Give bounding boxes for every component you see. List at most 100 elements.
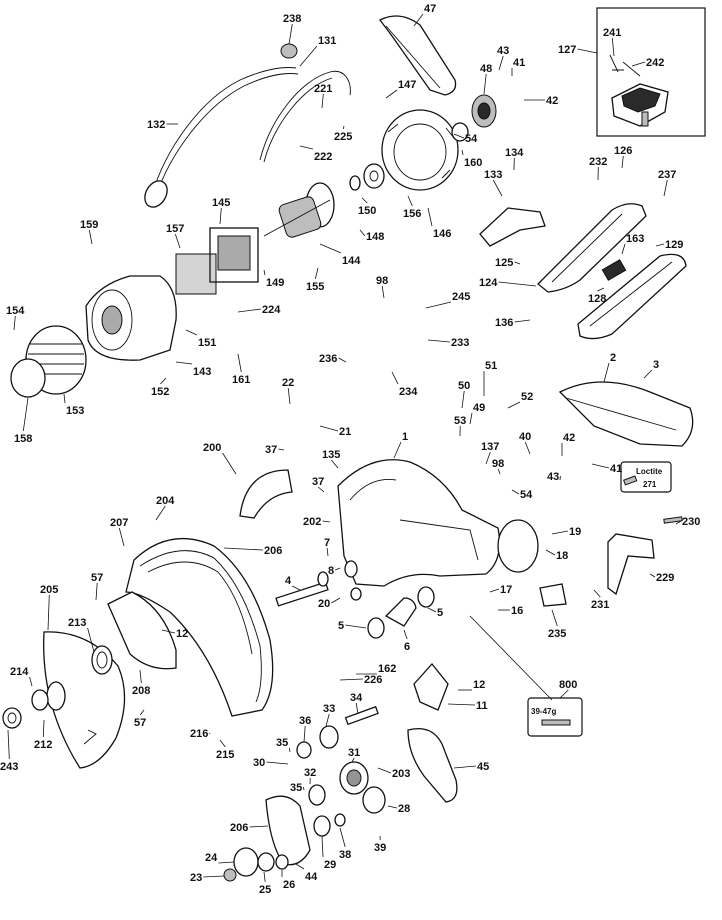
leader-line-207 <box>118 527 125 547</box>
part-label-39: 39 <box>374 842 386 854</box>
leader-line-214 <box>29 676 33 687</box>
part-label-1: 1 <box>402 431 408 443</box>
leader-line-6 <box>403 629 408 640</box>
part-label-200: 200 <box>203 442 221 454</box>
part-label-35: 35 <box>290 782 302 794</box>
bushing-5b <box>417 586 435 608</box>
part-label-50: 50 <box>458 380 470 392</box>
leader-line-41 <box>591 463 610 469</box>
part-label-150: 150 <box>358 205 376 217</box>
leader-line-131 <box>299 45 318 67</box>
screw-230 <box>663 516 683 524</box>
leader-line-222 <box>299 145 314 150</box>
leader-line-35 <box>289 747 291 753</box>
part-label-98: 98 <box>492 458 504 470</box>
part-label-216: 216 <box>190 728 208 740</box>
leader-line-212 <box>42 719 45 738</box>
bracket-229 <box>607 533 655 596</box>
leader-line-133 <box>492 179 503 197</box>
ring-213 <box>91 645 113 675</box>
leader-line-128 <box>597 287 605 292</box>
leader-line-2 <box>603 362 610 383</box>
leader-line-238 <box>288 23 293 45</box>
part-label-4: 4 <box>285 575 292 587</box>
part-label-52: 52 <box>521 391 533 403</box>
part-label-36: 36 <box>299 715 311 727</box>
leader-line-241 <box>611 37 615 57</box>
leader-line-235 <box>551 609 558 627</box>
part-label-44: 44 <box>305 871 318 883</box>
part-label-42: 42 <box>563 432 575 444</box>
leader-line-52 <box>507 401 521 409</box>
leader-line-236 <box>338 357 347 363</box>
part-label-41: 41 <box>513 57 525 69</box>
leader-line-48 <box>483 73 487 95</box>
part-label-237: 237 <box>658 169 676 181</box>
part-label-41: 41 <box>610 463 622 475</box>
leader-line-202 <box>322 520 331 523</box>
part-label-98: 98 <box>376 275 388 287</box>
leader-line-5 <box>345 624 367 629</box>
bushing-5a <box>367 617 385 639</box>
part-label-215: 215 <box>216 749 234 761</box>
part-label-145: 145 <box>212 197 230 209</box>
blade-guard-204 <box>125 537 274 717</box>
part-label-24: 24 <box>205 852 218 864</box>
leader-line-160 <box>461 149 464 156</box>
power-cord-132 <box>151 67 297 196</box>
part-label-225: 225 <box>334 131 352 143</box>
part-label-146: 146 <box>433 228 451 240</box>
part-label-134: 134 <box>505 147 524 159</box>
leader-line-159 <box>88 229 93 245</box>
part-label-149: 149 <box>266 277 284 289</box>
part-label-57: 57 <box>134 717 146 729</box>
part-label-152: 152 <box>151 386 169 398</box>
housing-18 <box>497 519 539 573</box>
leader-line-149 <box>263 269 266 276</box>
part-label-234: 234 <box>399 386 418 398</box>
leader-line-135 <box>330 459 339 469</box>
arm-casting-1 <box>337 459 501 587</box>
part-label-128: 128 <box>588 293 606 305</box>
leader-line-146 <box>427 207 433 227</box>
part-label-238: 238 <box>283 13 301 25</box>
leader-line-205 <box>47 594 50 631</box>
part-label-135: 135 <box>322 449 340 461</box>
leader-line-37 <box>317 486 325 493</box>
leader-line-18 <box>545 549 556 556</box>
leader-line-163 <box>621 243 626 255</box>
part-label-34: 34 <box>350 692 363 704</box>
leader-line-31 <box>351 757 355 763</box>
part-label-160: 160 <box>464 157 482 169</box>
washer-25 <box>257 852 275 872</box>
leader-line-242 <box>631 61 646 67</box>
loctite-number: 271 <box>643 480 657 489</box>
part-label-143: 143 <box>193 366 211 378</box>
part-label-159: 159 <box>80 219 98 231</box>
leader-line-24 <box>218 861 235 864</box>
leader-line-208 <box>139 669 142 684</box>
leader-line-29 <box>321 835 324 858</box>
leader-line-36 <box>303 725 306 743</box>
part-label-12: 12 <box>473 679 485 691</box>
leader-line-230 <box>675 520 682 525</box>
switch-128 <box>601 259 627 281</box>
leader-line-144 <box>319 243 342 254</box>
part-label-153: 153 <box>66 405 84 417</box>
leader-line-125 <box>514 261 521 265</box>
part-label-54: 54 <box>520 489 533 501</box>
loctite-box <box>620 461 672 493</box>
part-200-shape <box>239 469 293 519</box>
part-label-230: 230 <box>682 516 700 528</box>
ring-38 <box>334 813 346 827</box>
leader-line-4 <box>292 585 301 591</box>
part-label-136: 136 <box>495 317 513 329</box>
part-label-126: 126 <box>614 145 632 157</box>
motor-brush-assembly-inset <box>609 54 669 127</box>
leader-line-137 <box>485 451 491 465</box>
part-label-43: 43 <box>497 45 509 57</box>
part-label-231: 231 <box>591 599 609 611</box>
part-label-203: 203 <box>392 768 410 780</box>
part-label-158: 158 <box>14 433 32 445</box>
